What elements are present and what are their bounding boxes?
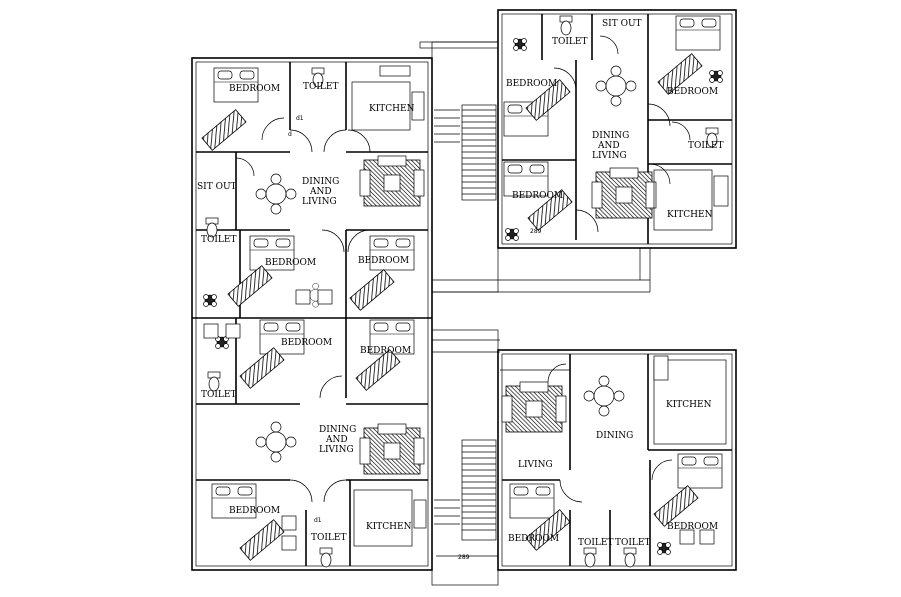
room-label-bedroom-2: BEDROOM — [265, 258, 316, 268]
dimension-label-lower: 289 — [458, 554, 470, 561]
room-label-toilet: TOILET — [303, 82, 339, 92]
room-label-sit-out: SIT OUT — [197, 182, 237, 192]
room-label-toilet-5: TOILET — [552, 37, 588, 47]
room-label-bedroom-8: BEDROOM — [512, 191, 563, 201]
room-label-toilet-6: TOILET — [688, 141, 724, 151]
room-label-living-2: LIVING — [319, 445, 354, 455]
room-label-kitchen-4: KITCHEN — [666, 400, 712, 410]
room-label-bedroom-7: BEDROOM — [506, 79, 557, 89]
unit-right-upper: TOILET SIT OUT BEDROOM DINING AND LIVING… — [497, 9, 737, 249]
room-label-living-3: LIVING — [592, 151, 627, 161]
room-label-dining: DINING — [302, 177, 339, 187]
room-label-kitchen-3: KITCHEN — [667, 210, 713, 220]
door-mark-alt-2: d1 — [314, 517, 322, 524]
room-label-bedroom-3: BEDROOM — [358, 256, 409, 266]
room-label-sit-out-2: SIT OUT — [602, 19, 642, 29]
room-label-bedroom-5: BEDROOM — [360, 346, 411, 356]
room-label-toilet-4: TOILET — [311, 533, 347, 543]
door-mark-alt: d1 — [296, 115, 304, 122]
room-label-bedroom-6: BEDROOM — [229, 506, 280, 516]
room-label-bedroom-10: BEDROOM — [508, 534, 559, 544]
room-label-living-4: LIVING — [518, 460, 553, 470]
room-label-dining-3: DINING — [592, 131, 629, 141]
room-label-and-3: AND — [597, 141, 620, 151]
room-label-dining-2: DINING — [319, 425, 356, 435]
central-stair-core: 289 — [419, 41, 650, 586]
room-label-toilet-2: TOILET — [201, 235, 237, 245]
stair-flight-upper — [434, 104, 497, 201]
room-label-kitchen: KITCHEN — [369, 104, 415, 114]
room-label-bedroom: BEDROOM — [229, 84, 280, 94]
left-block — [191, 57, 433, 571]
unit-right-lower: KITCHEN DINING LIVING BEDROOM TOILET TOI… — [497, 349, 737, 571]
room-label-kitchen-2: KITCHEN — [366, 522, 412, 532]
unit-left-upper: BEDROOM d TOILET d1 KITCHEN SIT OUT DINI… — [196, 62, 428, 318]
room-label-bedroom-11: BEDROOM — [667, 522, 718, 532]
dimension-label-upper: 289 — [530, 228, 542, 235]
room-label-toilet-8: TOILET — [615, 538, 651, 548]
room-label-and: AND — [309, 187, 332, 197]
stair-flight-lower — [434, 439, 497, 541]
dimension-lower: 289 — [436, 554, 498, 561]
room-label-toilet-3: TOILET — [201, 390, 237, 400]
room-label-bedroom-9: BEDROOM — [667, 87, 718, 97]
unit-left-lower: BEDROOM BEDROOM TOILET DINING AND LIVING… — [196, 318, 428, 568]
room-label-and-2: AND — [325, 435, 348, 445]
room-label-dining-4: DINING — [596, 431, 633, 441]
door-mark: d — [288, 131, 292, 138]
room-label-living: LIVING — [302, 197, 337, 207]
room-label-toilet-7: TOILET — [578, 538, 614, 548]
room-label-bedroom-4: BEDROOM — [281, 338, 332, 348]
